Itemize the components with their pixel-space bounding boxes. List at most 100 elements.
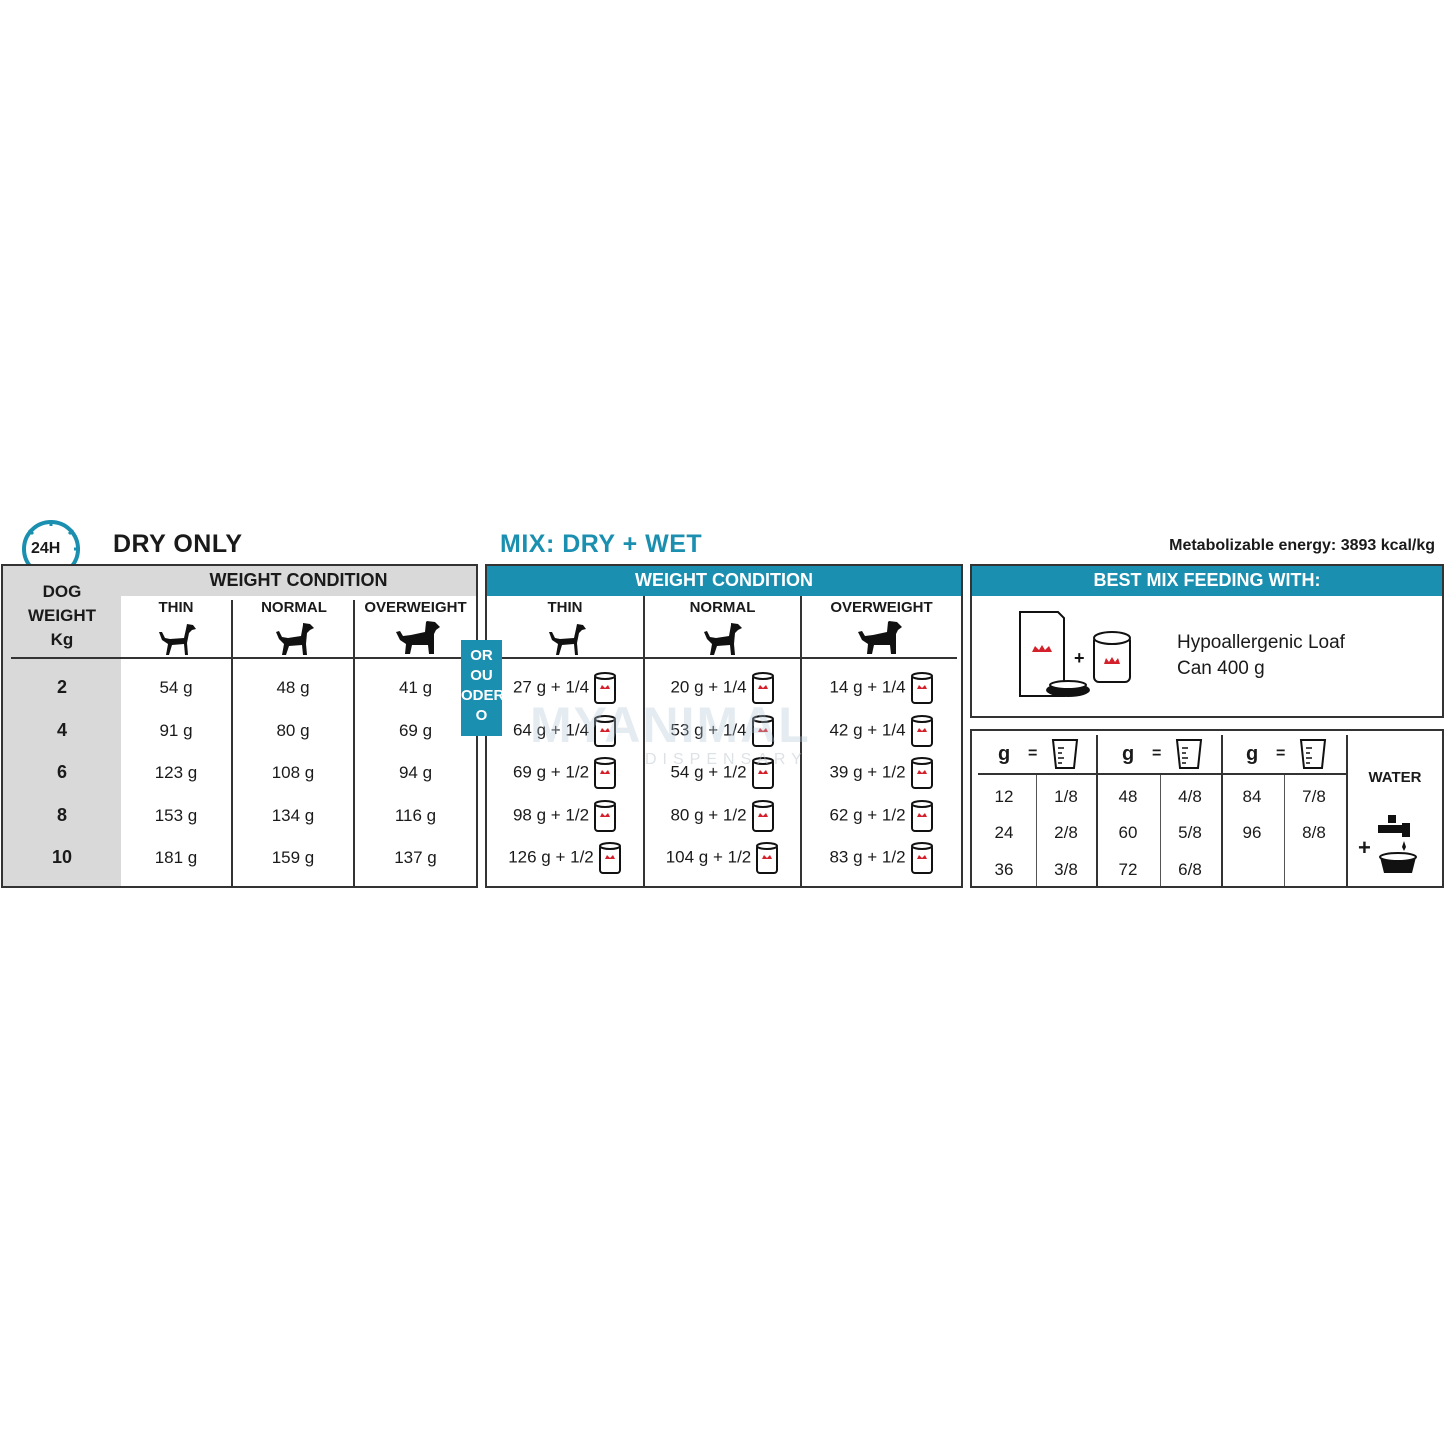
can-icon bbox=[756, 842, 779, 874]
kg-6: 6 bbox=[56, 762, 67, 782]
grams-value: 24 bbox=[994, 823, 1014, 842]
g-label: g bbox=[998, 743, 1011, 765]
cup-value: 1/8 bbox=[1054, 787, 1078, 806]
grid-subdivider-2 bbox=[1160, 775, 1161, 886]
dry-divider-1 bbox=[231, 600, 233, 886]
can-icon bbox=[594, 672, 617, 704]
mix-over-10: 83 g + 1/2 bbox=[802, 841, 961, 875]
clock-label: 24H bbox=[31, 540, 61, 557]
mix-col-thin: THIN bbox=[547, 599, 583, 616]
mix-divider-2 bbox=[800, 596, 802, 886]
watermark-sub: DISPENSARY bbox=[645, 751, 808, 768]
measuring-cup-icon bbox=[1299, 739, 1327, 769]
cup-value: 5/8 bbox=[1178, 823, 1202, 842]
dry-only-title: DRY ONLY bbox=[113, 530, 243, 558]
energy-label: Metabolizable energy: 3893 kcal/kg bbox=[1169, 537, 1435, 554]
dry-col-normal: NORMAL bbox=[261, 599, 327, 616]
can-icon bbox=[910, 715, 933, 747]
dry-thin-8: 153 g bbox=[154, 806, 198, 825]
dry-thin-2: 54 g bbox=[159, 678, 193, 697]
can-icon bbox=[910, 672, 933, 704]
mix-thin-6: 69 g + 1/2 bbox=[487, 756, 643, 790]
dry-over-4: 69 g bbox=[398, 721, 433, 740]
can-icon bbox=[594, 800, 617, 832]
dry-normal-6: 108 g bbox=[271, 763, 315, 782]
or-text-de: ODER bbox=[461, 687, 505, 704]
cup-value: 3/8 bbox=[1054, 860, 1078, 879]
normal-dog-icon bbox=[704, 623, 742, 655]
or-text-pt: OU bbox=[470, 667, 493, 684]
dry-normal-2: 48 g bbox=[276, 678, 310, 697]
mix-table: WEIGHT CONDITION THIN NORMAL OVERWEIGHT … bbox=[485, 564, 963, 888]
equals-label: = bbox=[1028, 745, 1038, 762]
grams-value: 60 bbox=[1118, 823, 1138, 842]
dry-over-8: 116 g bbox=[394, 806, 437, 825]
best-mix-band bbox=[972, 566, 1442, 596]
dry-bag-and-can-icon: + bbox=[1019, 611, 1131, 697]
mix-divider-1 bbox=[643, 596, 645, 886]
can-icon bbox=[910, 800, 933, 832]
cup-value: 8/8 bbox=[1302, 823, 1326, 842]
or-text-es: O bbox=[475, 707, 488, 724]
dry-col-thin: THIN bbox=[158, 599, 194, 616]
product-size: Can 400 g bbox=[1177, 658, 1265, 679]
dry-normal-8: 134 g bbox=[271, 806, 315, 825]
water-tap-bowl-icon bbox=[1378, 815, 1417, 873]
mix-thin-8: 98 g + 1/2 bbox=[487, 799, 643, 833]
weight-label: WEIGHT bbox=[28, 606, 96, 625]
dry-over-10: 137 g bbox=[394, 848, 437, 867]
best-mix-title: BEST MIX FEEDING WITH: bbox=[1093, 570, 1321, 590]
mix-title: MIX: DRY + WET bbox=[500, 530, 703, 558]
kg-4: 4 bbox=[56, 720, 67, 740]
grid-subdivider-1 bbox=[1036, 775, 1037, 886]
grid-subdivider-3 bbox=[1284, 775, 1285, 886]
can-icon bbox=[594, 715, 617, 747]
measuring-cup-icon bbox=[1175, 739, 1203, 769]
grams-value: 36 bbox=[994, 860, 1014, 879]
product-name: Hypoallergenic Loaf bbox=[1177, 632, 1345, 653]
dog-label: DOG bbox=[42, 582, 82, 601]
mix-col-normal: NORMAL bbox=[689, 599, 756, 616]
normal-dog-icon bbox=[276, 623, 314, 655]
mix-over-2: 14 g + 1/4 bbox=[802, 671, 961, 705]
grid-divider-2 bbox=[1221, 735, 1223, 886]
cup-conversion-table: g = g = g = 12 1/8 24 2/8 36 3/8 48 4/8 … bbox=[970, 729, 1444, 888]
g-label: g bbox=[1246, 743, 1259, 765]
mix-condition-band bbox=[487, 566, 961, 596]
mix-thin-4: 64 g + 1/4 bbox=[487, 714, 643, 748]
cup-value: 4/8 bbox=[1178, 787, 1202, 806]
equals-label: = bbox=[1152, 745, 1162, 762]
can-icon bbox=[751, 800, 774, 832]
dry-col-overweight: OVERWEIGHT bbox=[364, 599, 467, 616]
can-icon bbox=[594, 757, 617, 789]
dry-thin-6: 123 g bbox=[154, 763, 198, 782]
equals-label: = bbox=[1276, 745, 1286, 762]
overweight-dog-icon bbox=[396, 621, 440, 654]
mix-over-6: 39 g + 1/2 bbox=[802, 756, 961, 790]
mix-over-8: 62 g + 1/2 bbox=[802, 799, 961, 833]
mix-over-4: 42 g + 1/4 bbox=[802, 714, 961, 748]
overweight-dog-icon bbox=[858, 621, 902, 654]
grams-value: 48 bbox=[1118, 787, 1138, 806]
thin-dog-icon bbox=[159, 624, 196, 655]
can-icon bbox=[598, 842, 621, 874]
grid-header-divider bbox=[978, 773, 1346, 775]
kg-label: Kg bbox=[50, 630, 74, 649]
mix-thin-10: 126 g + 1/2 bbox=[487, 841, 643, 875]
svg-text:+: + bbox=[1074, 648, 1085, 668]
mix-normal-4: 53 g + 1/4 bbox=[645, 714, 800, 748]
thin-dog-icon bbox=[549, 624, 586, 655]
dry-normal-10: 159 g bbox=[271, 848, 315, 867]
can-icon bbox=[751, 757, 774, 789]
mix-thin-2: 27 g + 1/4 bbox=[487, 671, 643, 705]
grid-divider-1 bbox=[1096, 735, 1098, 886]
mix-normal-8: 80 g + 1/2 bbox=[645, 799, 800, 833]
dry-thin-10: 181 g bbox=[154, 848, 198, 867]
header-divider bbox=[11, 657, 471, 659]
dry-condition-title: WEIGHT CONDITION bbox=[209, 570, 388, 590]
grid-divider-3 bbox=[1346, 735, 1348, 886]
watermark-logo: MYANIMAL bbox=[530, 697, 811, 753]
mix-normal-2: 20 g + 1/4 bbox=[645, 671, 800, 705]
dry-normal-4: 80 g bbox=[276, 721, 310, 740]
cup-value: 2/8 bbox=[1054, 823, 1078, 842]
